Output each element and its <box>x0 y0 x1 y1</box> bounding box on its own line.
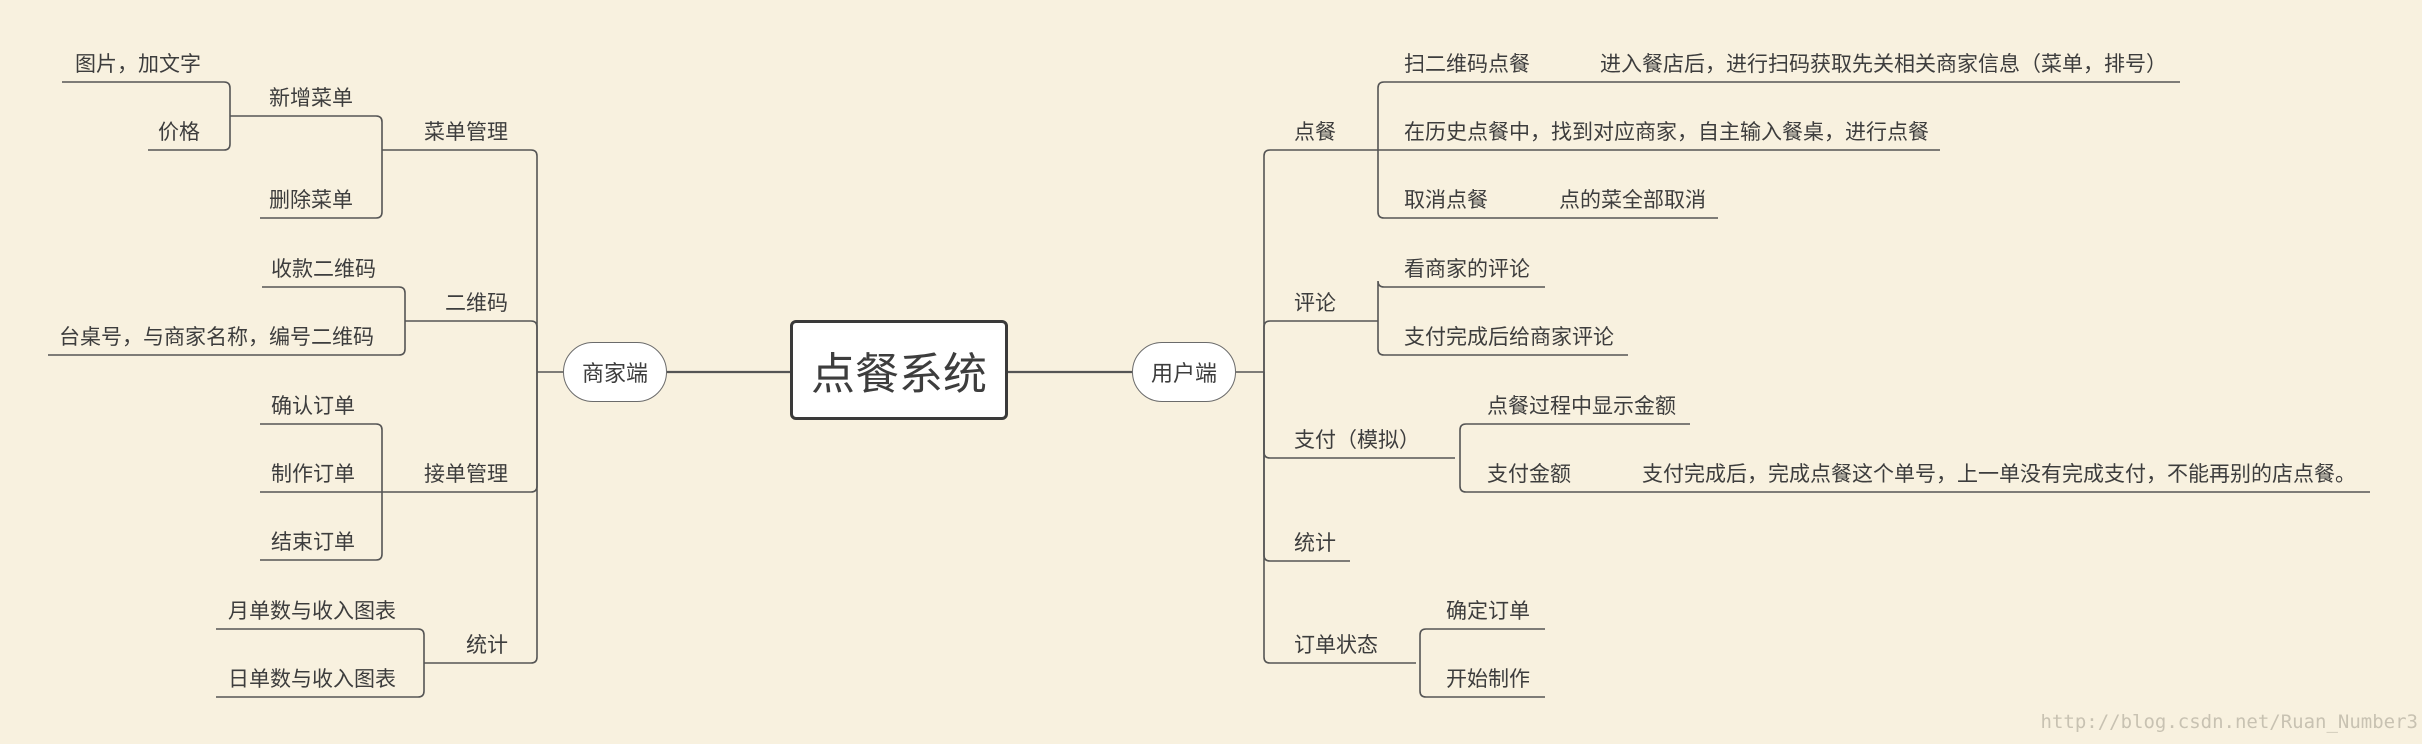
node-menu-management[interactable]: 菜单管理 <box>424 120 508 144</box>
edge-status-start <box>1419 663 1545 698</box>
node-stats-day[interactable]: 日单数与收入图表 <box>228 667 396 691</box>
edge-menu-del <box>260 150 383 219</box>
edge-qr-table <box>48 321 406 356</box>
node-cancel-order[interactable]: 取消点餐 <box>1404 188 1488 212</box>
edge-scan <box>1377 81 1540 150</box>
edge-review-view <box>1377 280 1545 288</box>
edge-review <box>1263 320 1350 372</box>
watermark: http://blog.csdn.net/Ruan_Number3 <box>2040 711 2419 733</box>
edge-menu-pic <box>62 81 231 116</box>
edge-status-confirm <box>1419 628 1545 663</box>
node-review[interactable]: 评论 <box>1294 291 1336 315</box>
node-qr-table[interactable]: 台桌号，与商家名称，编号二维码 <box>59 325 374 349</box>
edge-stats-month <box>216 628 425 663</box>
left-hub-node[interactable]: 商家端 <box>563 342 667 402</box>
edge-menu-add <box>260 115 383 150</box>
node-pay[interactable]: 支付（模拟） <box>1294 428 1420 452</box>
node-merchant-stats[interactable]: 统计 <box>466 633 508 657</box>
node-pay-show[interactable]: 点餐过程中显示金额 <box>1487 394 1676 418</box>
edge-qr-pay <box>262 286 406 321</box>
edge-status <box>1263 372 1416 664</box>
node-review-view[interactable]: 看商家的评论 <box>1404 257 1530 281</box>
edge-stats-day <box>216 663 425 698</box>
edge-pay-amount <box>1459 458 1590 493</box>
root-node[interactable]: 点餐系统 <box>790 320 1008 420</box>
edge-stats <box>450 372 538 664</box>
node-menu-add[interactable]: 新增菜单 <box>269 86 353 110</box>
node-order[interactable]: 点餐 <box>1294 120 1336 144</box>
edge-review-after <box>1377 287 1628 356</box>
edge-order <box>1263 149 1360 372</box>
node-user-stats[interactable]: 统计 <box>1294 531 1336 555</box>
node-menu-add-price[interactable]: 价格 <box>158 120 200 144</box>
node-status-start[interactable]: 开始制作 <box>1446 667 1530 691</box>
edge-order-confirm <box>260 423 383 492</box>
node-qr-pay[interactable]: 收款二维码 <box>271 257 376 281</box>
node-pay-amount[interactable]: 支付金额 <box>1487 462 1571 486</box>
node-order-status[interactable]: 订单状态 <box>1294 633 1378 657</box>
node-pay-desc[interactable]: 支付完成后，完成点餐这个单号，上一单没有完成支付，不能再别的店点餐。 <box>1642 462 2356 486</box>
edge-order-end <box>260 492 383 561</box>
node-order-confirm[interactable]: 确认订单 <box>271 394 355 418</box>
node-scan-desc[interactable]: 进入餐店后，进行扫码获取先关相关商家信息（菜单，排号） <box>1600 52 2167 76</box>
node-order-end[interactable]: 结束订单 <box>271 530 355 554</box>
node-status-confirm[interactable]: 确定订单 <box>1446 599 1530 623</box>
node-stats-month[interactable]: 月单数与收入图表 <box>228 599 396 623</box>
node-scan-order[interactable]: 扫二维码点餐 <box>1404 52 1530 76</box>
node-menu-add-picture[interactable]: 图片，加文字 <box>75 52 201 76</box>
node-cancel-desc[interactable]: 点的菜全部取消 <box>1559 188 1706 212</box>
edge-menu <box>413 149 538 372</box>
edge-pay-show <box>1459 423 1690 458</box>
node-menu-delete[interactable]: 删除菜单 <box>269 188 353 212</box>
edge-qr <box>405 320 538 372</box>
node-history-order[interactable]: 在历史点餐中，找到对应商家，自主输入餐桌，进行点餐 <box>1404 120 1929 144</box>
node-qr[interactable]: 二维码 <box>445 291 508 315</box>
node-order-make[interactable]: 制作订单 <box>271 462 355 486</box>
right-hub-node[interactable]: 用户端 <box>1132 342 1236 402</box>
edge-menu-price <box>148 116 231 151</box>
node-review-after[interactable]: 支付完成后给商家评论 <box>1404 325 1614 349</box>
edge-cancel <box>1377 150 1500 219</box>
node-order-management[interactable]: 接单管理 <box>424 462 508 486</box>
